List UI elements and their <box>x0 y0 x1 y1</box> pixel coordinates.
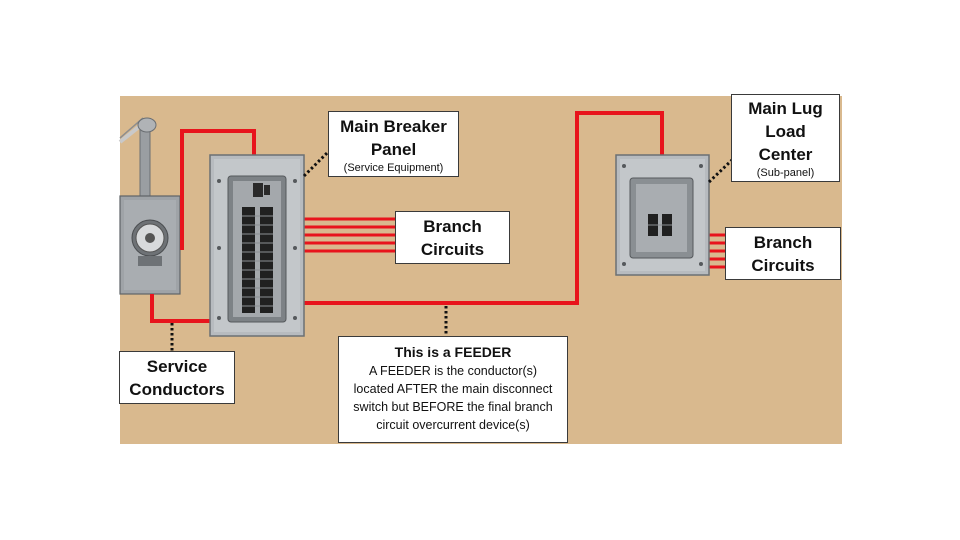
branch-circuits-2-line2: Circuits <box>751 256 815 275</box>
feeder-title: This is a FEEDER <box>394 344 512 360</box>
main-lug-line1: Main Lug <box>748 99 823 118</box>
sub-panel <box>615 154 710 276</box>
branch-circuits-2-line1: Branch <box>753 233 813 252</box>
feeder-body-line2: located AFTER the main disconnect <box>353 382 553 396</box>
leader-lines <box>170 150 734 352</box>
main-breaker-panel-subtitle: (Service Equipment) <box>343 162 444 174</box>
leader-main-breaker <box>302 150 330 178</box>
service-conductors-line2: Conductors <box>129 380 225 399</box>
main-breaker-panel-title-line2: Panel <box>370 140 417 159</box>
branch-circuits-callout-1: Branch Circuits <box>395 211 510 264</box>
branch-circuits-1-line1: Branch <box>423 217 482 236</box>
main-lug-subtitle: (Sub-panel) <box>756 167 815 179</box>
main-breaker-panel <box>209 154 305 337</box>
service-conductors-line1: Service <box>146 357 208 376</box>
leader-main-lug <box>707 158 734 184</box>
branch-circuit-wires-2 <box>708 233 726 269</box>
service-conductor-wire-top <box>180 129 256 250</box>
branch-circuits-callout-2: Branch Circuits <box>725 227 841 280</box>
service-conductor-wire-bottom <box>150 294 210 323</box>
branch-circuit-wires-1 <box>304 217 396 253</box>
main-breaker-panel-callout: Main Breaker Panel (Service Equipment) <box>328 111 459 177</box>
main-breaker-panel-title-line1: Main Breaker <box>340 117 447 136</box>
main-lug-load-center-callout: Main Lug Load Center (Sub-panel) <box>731 94 840 182</box>
feeder-body-line1: A FEEDER is the conductor(s) <box>368 364 538 378</box>
branch-circuits-1-line2: Circuits <box>420 240 485 259</box>
feeder-wire <box>304 111 664 305</box>
meter-base <box>119 195 181 295</box>
main-lug-line3: Center <box>758 145 813 164</box>
feeder-callout: This is a FEEDER A FEEDER is the conduct… <box>338 336 568 443</box>
feeder-body-line3: switch but BEFORE the final branch <box>353 400 553 414</box>
main-lug-line2: Load <box>765 122 806 141</box>
feeder-body-line4: circuit overcurrent device(s) <box>376 418 530 432</box>
service-conductors-callout: Service Conductors <box>119 351 235 404</box>
wires <box>150 111 664 323</box>
